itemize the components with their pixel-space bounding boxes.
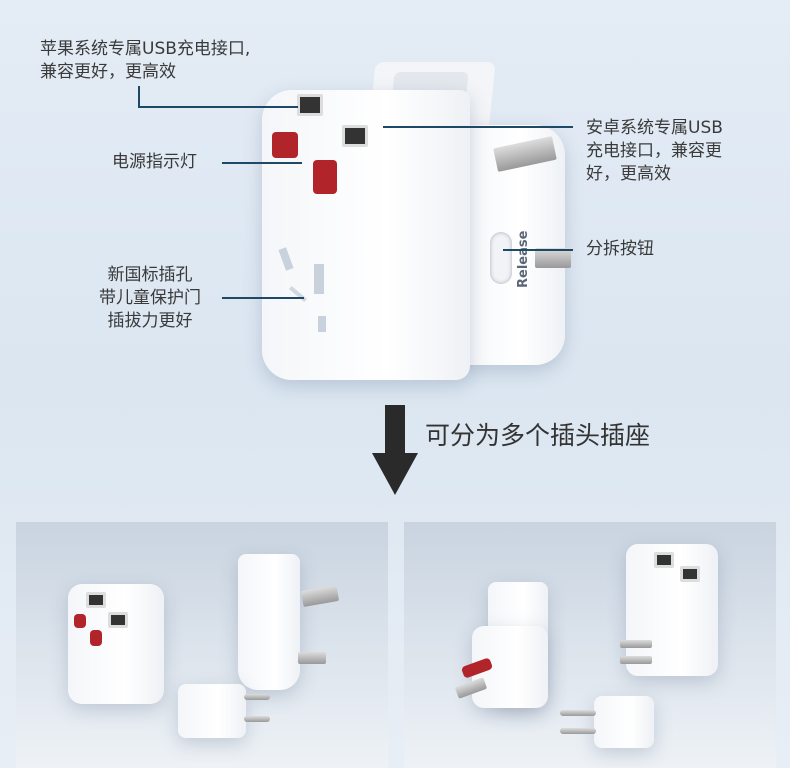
photo-panel-right — [404, 522, 776, 768]
callout-socket: 新国标插孔 带儿童保护门 插拔力更好 — [88, 264, 212, 333]
callout-android-usb: 安卓系统专属USB 充电接口，兼容更 好，更高效 — [586, 117, 723, 186]
callout-line: 插拔力更好 — [107, 311, 193, 331]
leader-line — [503, 249, 573, 251]
leader-line — [383, 126, 573, 128]
leader-line — [138, 106, 298, 108]
callout-line: 苹果系统专属USB充电接口, — [40, 39, 251, 59]
callout-line: 安卓系统专属USB — [586, 118, 723, 138]
callout-line: 新国标插孔 — [107, 265, 193, 285]
product-adapter: Release — [262, 62, 571, 380]
arrow-down-icon — [372, 405, 418, 495]
usb-port-apple — [297, 94, 323, 116]
leader-line — [138, 86, 140, 108]
power-indicator-light — [313, 160, 337, 194]
divider-text: 可分为多个插头插座 — [425, 421, 651, 450]
callout-power-light: 电源指示灯 — [112, 152, 197, 172]
photo-panel-left — [16, 522, 388, 768]
socket-holes — [278, 240, 338, 332]
power-indicator-light — [272, 132, 298, 158]
uk-pin — [535, 248, 571, 268]
callout-line: 好，更高效 — [586, 164, 671, 184]
callout-release-button: 分拆按钮 — [586, 239, 654, 259]
release-button — [490, 232, 512, 284]
usb-port-android — [342, 125, 368, 147]
release-text: Release — [516, 230, 531, 288]
callout-apple-usb: 苹果系统专属USB充电接口, 兼容更好，更高效 — [40, 38, 250, 84]
callout-line: 兼容更好，更高效 — [40, 62, 176, 82]
callout-line: 带儿童保护门 — [99, 288, 201, 308]
leader-line — [222, 297, 304, 299]
leader-line — [222, 162, 302, 164]
callout-line: 充电接口，兼容更 — [586, 141, 722, 161]
